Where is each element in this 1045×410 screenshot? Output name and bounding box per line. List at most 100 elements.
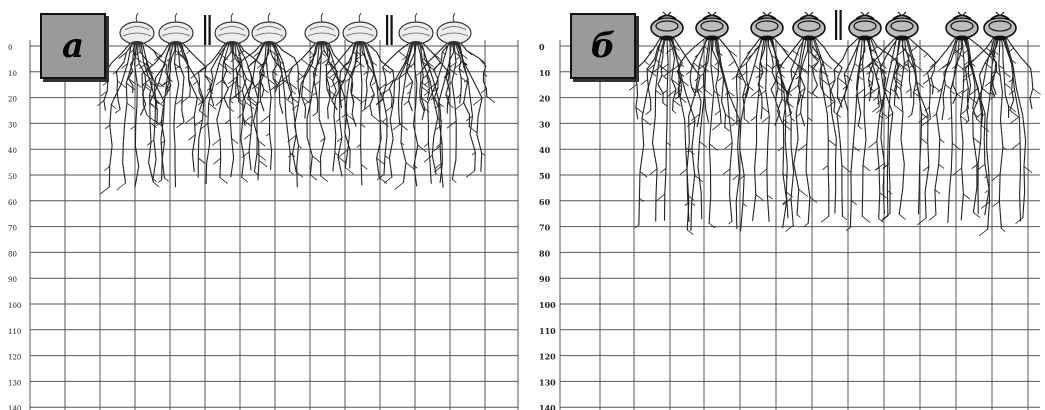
root-hair xyxy=(1016,218,1023,224)
root-hair xyxy=(715,111,720,115)
root-hair xyxy=(680,169,687,174)
root-hair xyxy=(820,78,828,84)
root-hair xyxy=(838,78,846,84)
onion-bulb-icon xyxy=(120,13,154,45)
depth-tick-label: 10 xyxy=(8,70,17,78)
onion-bulb-icon xyxy=(696,12,728,41)
root-hair xyxy=(231,93,239,100)
root-hair xyxy=(137,84,141,87)
root-hair xyxy=(640,172,647,178)
root-hair xyxy=(875,167,879,170)
root-hair xyxy=(313,112,318,116)
depth-tick-label: 60 xyxy=(539,197,551,207)
root-hair xyxy=(301,59,308,65)
root-hair xyxy=(918,218,927,225)
root-strand xyxy=(266,43,271,170)
depth-tick-label: 70 xyxy=(8,225,17,233)
root-hair xyxy=(361,124,365,127)
depth-tick-label: 0 xyxy=(8,44,12,52)
depth-tick-label: 70 xyxy=(539,223,551,233)
root-hair xyxy=(656,90,662,95)
depth-tick-label: 140 xyxy=(539,403,556,410)
depth-tick-label: 50 xyxy=(539,171,551,181)
root-hair xyxy=(395,183,404,190)
root-hair xyxy=(644,61,648,64)
root-hair xyxy=(929,215,936,220)
root-hair xyxy=(798,144,807,151)
depth-tick-label: 10 xyxy=(539,68,551,78)
root-hair xyxy=(961,116,968,122)
root-hair xyxy=(116,109,121,113)
panel-label-b: б xyxy=(570,13,636,79)
root-hair xyxy=(743,203,747,206)
depth-tick-label: 50 xyxy=(8,173,17,181)
root-hair xyxy=(193,81,197,85)
root-hair xyxy=(732,120,740,126)
row-separator-icon xyxy=(386,15,393,45)
root-hair xyxy=(894,105,902,111)
root-hair xyxy=(136,64,139,66)
root-hair xyxy=(461,77,467,82)
root-strand xyxy=(907,38,928,218)
root-hair xyxy=(980,229,988,235)
root-hair xyxy=(759,169,767,175)
root-hair xyxy=(862,216,870,222)
root-hair xyxy=(673,100,680,106)
depth-tick-label: 90 xyxy=(8,276,17,284)
root-hair xyxy=(336,119,339,122)
root-hair xyxy=(424,75,427,78)
root-hair xyxy=(261,115,270,122)
depth-tick-label: 20 xyxy=(8,96,17,104)
root-hair xyxy=(762,117,769,123)
root-hair xyxy=(922,119,930,125)
onion-bulb-icon xyxy=(651,12,683,41)
root-hair xyxy=(754,66,761,72)
root-hair xyxy=(127,103,134,109)
root-hair xyxy=(1009,106,1016,112)
onion-bulb-icon xyxy=(343,13,377,45)
root-hair xyxy=(466,171,474,178)
root-hair xyxy=(232,68,236,71)
root-strand xyxy=(401,43,413,183)
root-hair xyxy=(292,91,296,94)
root-hair xyxy=(843,216,847,219)
depth-tick-label: 120 xyxy=(8,354,21,362)
root-hair xyxy=(310,175,316,180)
onion-bulb-icon xyxy=(984,12,1016,41)
row-separator-icon xyxy=(835,10,842,40)
root-hair xyxy=(687,230,693,235)
depth-tick-label: 40 xyxy=(8,147,17,155)
root-hair xyxy=(321,176,328,182)
root-hair xyxy=(828,140,836,146)
root-hair xyxy=(361,165,367,170)
depth-tick-label: 120 xyxy=(539,352,556,362)
root-hair xyxy=(641,79,648,84)
root-strand xyxy=(452,43,456,179)
root-hair xyxy=(709,223,715,228)
root-system xyxy=(98,43,495,194)
root-hair xyxy=(400,124,408,130)
depth-tick-label: 80 xyxy=(539,248,551,258)
root-system xyxy=(630,38,1041,236)
root-strand xyxy=(850,38,862,227)
root-hair xyxy=(767,64,773,69)
root-hair xyxy=(729,221,732,224)
root-strand xyxy=(740,38,762,231)
root-hair xyxy=(804,223,808,226)
root-hair xyxy=(447,121,456,128)
root-hair xyxy=(642,118,651,125)
root-hair xyxy=(259,160,267,166)
root-hair xyxy=(384,177,392,183)
root-hair xyxy=(823,165,828,169)
depth-tick-label: 80 xyxy=(8,250,17,258)
root-hair xyxy=(778,146,784,151)
root-strand xyxy=(746,38,763,97)
onion-bulb-icon xyxy=(886,12,918,41)
onion-bulb-icon xyxy=(751,12,783,41)
root-hair xyxy=(456,103,464,109)
root-hair xyxy=(111,105,116,109)
onion-bulb-icon xyxy=(946,12,978,41)
root-hair xyxy=(673,110,676,113)
root-hair xyxy=(1004,72,1010,77)
root-hair xyxy=(751,116,756,120)
